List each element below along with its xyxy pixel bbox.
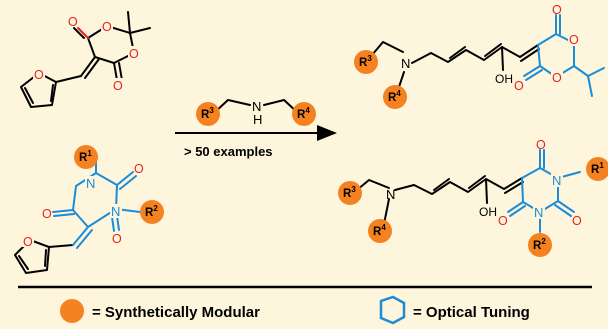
r2-label: R2 [533,237,546,252]
r-group-circle [140,200,164,224]
product-meldrums-acid-atoms: R3 R4 N OH O O O O [354,3,580,109]
blue-hexagon-icon [379,295,406,325]
oxygen-label: O [569,33,579,47]
reactant-meldrums-acid-atoms: O O O O O [33,15,140,93]
product-meldrums-acid [371,14,605,97]
nitrogen-label: N [386,187,395,202]
r2-label: R2 [145,204,158,219]
oxygen-label: O [129,47,139,61]
r1-label: R1 [591,161,604,176]
oxygen-label: O [113,79,123,93]
nitrogen-label: N [534,205,543,220]
oxygen-label: O [23,235,33,249]
r4-label: R4 [373,223,386,238]
oxygen-label: O [498,214,508,228]
r-group-circle [383,85,407,109]
reactant-barbiturate-atoms: O O O O N N R1 R2 [22,145,164,249]
product-barbiturate-atoms: R3 R4 N OH O O O N N R1 R2 [338,138,608,257]
r1-label: R1 [79,149,92,164]
r-group-circle [338,181,362,205]
r4-label: R4 [388,89,401,104]
oxygen-label: O [572,214,582,228]
nitrogen-label: N [86,176,95,191]
oxygen-label: O [68,15,78,29]
nitrogen-label: N [111,204,120,219]
oxygen-label: O [536,138,546,152]
r3-label: R3 [343,185,356,200]
oxygen-label: O [34,68,44,82]
oxygen-label: O [134,162,144,176]
orange-circle-icon [60,299,84,323]
r3-label: R3 [201,106,214,121]
hydrogen-label: H [253,112,262,127]
reactant-meldrums-acid-furan [20,11,151,108]
r-group-circle [74,145,98,169]
amine-reagent: R3 R4 N H [196,98,316,127]
r4-label: R4 [297,106,310,121]
r3-label: R3 [359,54,372,69]
r-group-circle [292,102,316,126]
oxygen-label: O [514,79,524,93]
reaction-conditions: > 50 examples [184,144,273,159]
legend: = Synthetically Modular = Optical Tuning [60,295,530,325]
nitrogen-label: N [252,99,261,114]
r-group-circle [368,219,392,243]
oxygen-label: O [42,207,52,221]
oxygen-label: O [552,3,562,17]
r-group-circle [586,157,608,181]
r-group-circle [354,50,378,74]
nitrogen-label: N [552,173,561,188]
nitrogen-label: N [401,56,410,71]
hydroxyl-label: OH [479,205,497,219]
oxygen-label: O [112,232,122,246]
oxygen-label: O [102,20,112,34]
hydroxyl-label: OH [495,72,513,86]
legend-modular-label: = Synthetically Modular [92,304,260,321]
oxygen-label: O [552,71,562,85]
product-barbiturate [356,149,581,233]
legend-optical-label: = Optical Tuning [413,304,530,321]
r-group-circle [528,233,552,257]
r-group-circle [196,102,220,126]
